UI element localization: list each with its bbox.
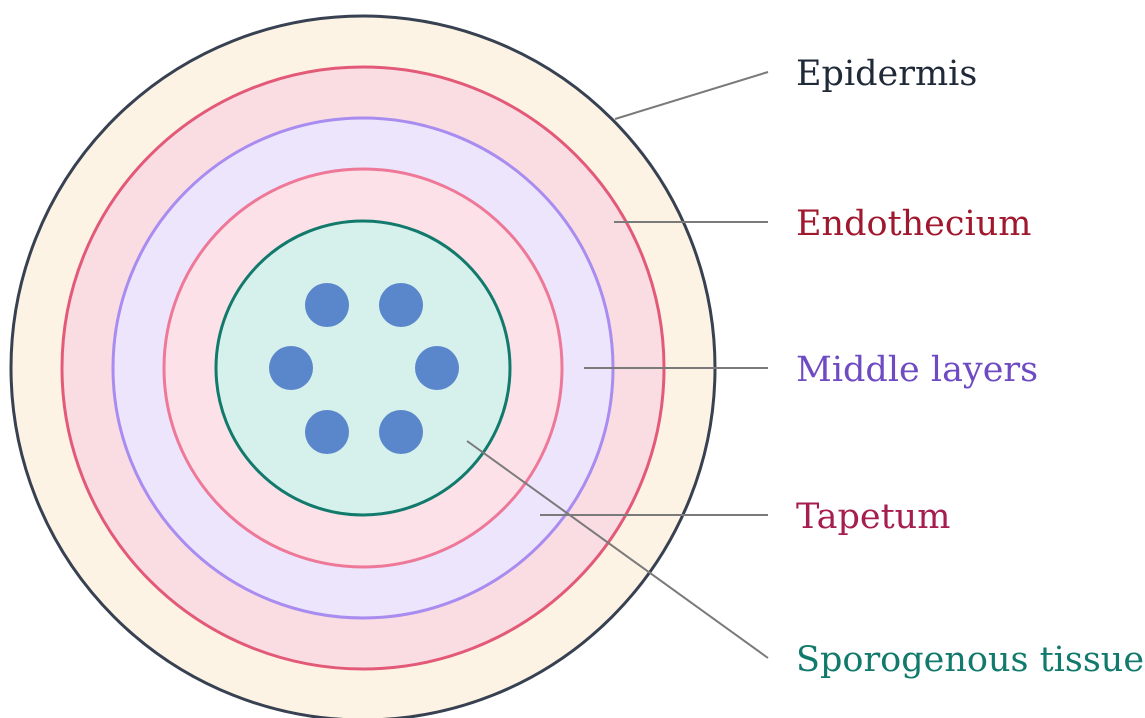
sporogenous-cell bbox=[305, 410, 349, 454]
sporogenous-cell bbox=[305, 283, 349, 327]
sporogenous-cell bbox=[379, 283, 423, 327]
sporogenous-cell bbox=[415, 346, 459, 390]
endothecium-label: Endothecium bbox=[796, 204, 1031, 244]
sporogenous-tissue-label: Sporogenous tissue bbox=[796, 640, 1144, 680]
sporogenous-cell bbox=[379, 410, 423, 454]
middle-layers-label: Middle layers bbox=[796, 350, 1038, 390]
epidermis-leader-line bbox=[615, 72, 768, 119]
tapetum-label: Tapetum bbox=[796, 497, 950, 537]
sporogenous-cell bbox=[269, 346, 313, 390]
epidermis-label: Epidermis bbox=[796, 54, 977, 94]
